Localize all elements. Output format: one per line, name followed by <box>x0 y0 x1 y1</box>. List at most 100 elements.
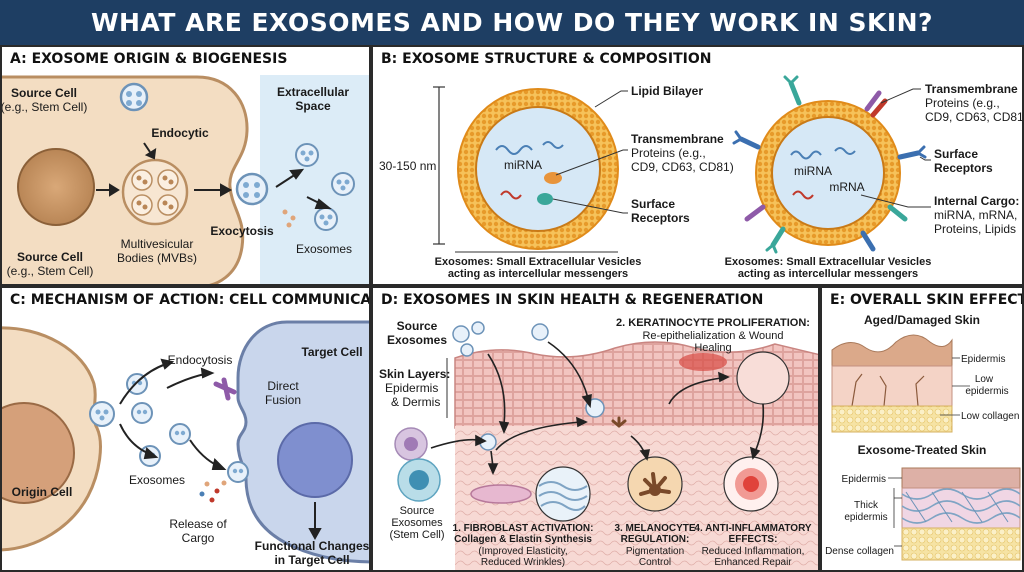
skin-regeneration-diagram: Source Exosomes Skin Layers: Epidermis &… <box>379 317 818 570</box>
melanocyte-4: Control <box>639 557 671 568</box>
treated-thick-epidermis: epidermis <box>844 512 887 523</box>
aged-low-collagen: Low collagen <box>961 411 1019 422</box>
tm-proteins-left-1: Transmembrane <box>631 132 724 146</box>
fibroblast-3: (Improved Elasticity, <box>478 546 567 557</box>
aged-low: Low <box>975 374 994 385</box>
mirna-right-label: miRNA <box>794 164 832 178</box>
page-title: WHAT ARE EXOSOMES AND HOW DO THEY WORK I… <box>0 0 1024 45</box>
caption-left-2: acting as intercellular messengers <box>448 268 628 280</box>
treated-thick: Thick <box>854 500 879 511</box>
biogenesis-diagram: Source Cell (e.g., Stem Cell) Endocytic … <box>2 75 369 284</box>
mvb-label-1: Multivesicular <box>121 237 194 251</box>
fusion-receptor <box>213 377 237 401</box>
caption-right-2: acting as intercellular messengers <box>738 268 918 280</box>
surface-receptors-left-1: Surface <box>631 197 675 211</box>
mrna-right-label: mRNA <box>829 180 864 194</box>
anti-inflammatory-1: 4. ANTI-INFLAMMATORY <box>694 523 812 534</box>
source-exosomes-bottom-3: (Stem Cell) <box>389 529 444 541</box>
source-cell-top-sub: (e.g., Stem Cell) <box>2 100 87 114</box>
source-cell-bottom-label: Source Cell <box>17 250 83 264</box>
mvb-label-2: Bodies (MVBs) <box>117 251 197 265</box>
panel-d-title: D: EXOSOMES IN SKIN HEALTH & REGENERATIO… <box>381 292 764 308</box>
keratinocyte-title: 2. KERATINOCYTE PROLIFERATION: <box>616 317 810 329</box>
origin-cell-label: Origin Cell <box>12 485 73 499</box>
flow-arrows <box>96 142 332 209</box>
skin-surface-layer <box>454 341 818 429</box>
skin-layers-3: & Dermis <box>391 395 440 409</box>
surface-proteins-right <box>732 75 927 254</box>
source-cell-nucleus <box>17 148 95 226</box>
panel-c-title: C: MECHANISM OF ACTION: CELL COMMUNICATI… <box>10 292 371 308</box>
aged-skin-title: Aged/Damaged Skin <box>864 313 980 327</box>
caption-left-1: Exosomes: Small Extracellular Vesicles <box>435 256 642 268</box>
source-exosomes-top-2: Exosomes <box>387 333 447 347</box>
aged-epidermis: Epidermis <box>961 354 1005 365</box>
treated-epidermis: Epidermis <box>842 474 886 485</box>
endocytosis-label: Endocytosis <box>168 353 233 367</box>
anti-inflammatory-3: Reduced Inflammation, <box>702 546 805 557</box>
treated-skin-title: Exosome-Treated Skin <box>858 443 987 457</box>
multivesicular-body <box>121 158 189 226</box>
panel-overall-effects: E: OVERALL SKIN EFFECTS Aged/Damaged Ski… <box>820 286 1024 572</box>
keratinocyte-desc-1: Re-epithelialization & Wound <box>642 330 783 342</box>
fibroblast-1: 1. FIBROBLAST ACTIVATION: <box>453 523 594 534</box>
panel-e-title: E: OVERALL SKIN EFFECTS <box>830 292 1024 308</box>
panel-structure-composition: B: EXOSOME STRUCTURE & COMPOSITION 30-15… <box>371 45 1024 286</box>
panel-skin-health: D: EXOSOMES IN SKIN HEALTH & REGENERATIO… <box>371 286 820 572</box>
fibroblast-4: Reduced Wrinkles) <box>481 557 565 568</box>
tm-proteins-left-2: Proteins (e.g., <box>631 146 706 160</box>
source-cell-top-label: Source Cell <box>11 86 77 100</box>
released-exosomes <box>295 143 355 231</box>
cargo-particles <box>199 480 227 503</box>
source-exosomes-top-1: Source <box>397 319 438 333</box>
structure-diagram: 30-150 nm miRNA Lipid Bilayer Transmembr… <box>379 75 1024 280</box>
exosome-cross-section-left <box>457 88 619 250</box>
extracellular-label-2: Space <box>295 99 331 113</box>
source-exosomes-bottom-2: Exosomes <box>391 517 443 529</box>
functional-changes-1: Functional Changes <box>255 539 370 553</box>
internal-cargo-2: Proteins, Lipids <box>934 222 1016 236</box>
size-bracket <box>433 86 445 245</box>
skin-comparison-diagram: Aged/Damaged Skin Epidermis Low epidermi… <box>825 313 1021 561</box>
internal-cargo-1: miRNA, mRNA, <box>934 208 1017 222</box>
collagen-detail <box>535 466 591 522</box>
left-callout-lines <box>552 90 628 214</box>
extracellular-label-1: Extracellular <box>277 85 349 99</box>
melanocyte-detail <box>627 456 683 512</box>
fibroblast-2: Collagen & Elastin Synthesis <box>454 534 592 545</box>
skin-layers-1: Skin Layers: <box>379 367 450 381</box>
treated-skin-block <box>901 467 1021 561</box>
melanocyte-1: 3. MELANOCYTE <box>614 523 695 534</box>
endocytic-vesicle <box>119 82 149 112</box>
surface-receptors-right-1: Surface <box>934 147 978 161</box>
anti-inflammatory-2: EFFECTS: <box>729 534 778 545</box>
mechanism-arrows <box>119 358 322 541</box>
mechanism-diagram: Origin Cell Endocytosis Target Cell Dire… <box>2 320 370 567</box>
origin-cell-nucleus <box>2 402 75 504</box>
direct-fusion-2: Fusion <box>265 393 301 407</box>
inflammation-detail <box>723 456 779 512</box>
size-label: 30-150 nm <box>379 159 436 173</box>
endocytic-label: Endocytic <box>151 126 209 140</box>
target-cell-label: Target Cell <box>301 345 362 359</box>
lipid-bilayer-label: Lipid Bilayer <box>631 84 703 98</box>
source-cell-bottom-sub: (e.g., Stem Cell) <box>7 264 94 278</box>
right-callout-lines <box>860 88 931 208</box>
melanocyte-3: Pigmentation <box>626 546 684 557</box>
skin-layers-2: Epidermis <box>385 381 438 395</box>
caption-right-1: Exosomes: Small Extracellular Vesicles <box>725 256 932 268</box>
internal-cargo-title: Internal Cargo: <box>934 194 1019 208</box>
exosomes-label-c: Exosomes <box>129 473 185 487</box>
fibroblast-cell <box>470 484 532 504</box>
melanocyte-2: REGULATION: <box>621 534 690 545</box>
release-cargo-2: Cargo <box>182 531 215 545</box>
exosomes-label: Exosomes <box>296 242 352 256</box>
release-cargo-1: Release of <box>169 517 227 531</box>
panel-a-title: A: EXOSOME ORIGIN & BIOGENESIS <box>10 51 288 67</box>
panel-mechanism: C: MECHANISM OF ACTION: CELL COMMUNICATI… <box>0 286 371 572</box>
tm-proteins-right-3: CD9, CD63, CD81) <box>925 110 1024 124</box>
treated-dense-collagen: Dense collagen <box>825 546 894 557</box>
exosome-cross-section-right <box>755 100 901 246</box>
tm-proteins-right-2: Proteins (e.g., <box>925 96 1000 110</box>
panel-origin-biogenesis: A: EXOSOME ORIGIN & BIOGENESIS <box>0 45 371 286</box>
